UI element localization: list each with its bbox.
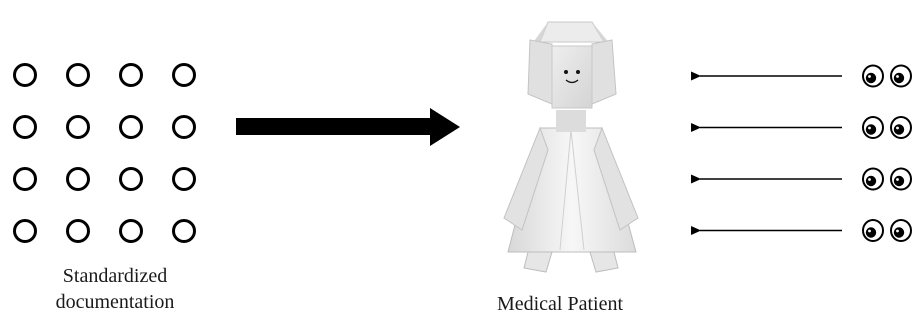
grid-dot xyxy=(68,65,89,86)
observer-row xyxy=(700,169,911,190)
main-arrow xyxy=(236,108,460,146)
grid-dot xyxy=(121,117,142,138)
grid-dot xyxy=(15,65,36,86)
grid-dot xyxy=(68,221,89,242)
origami-doll-figure xyxy=(504,22,638,272)
grid-dot xyxy=(174,65,195,86)
grid-dot xyxy=(68,117,89,138)
observer-rows xyxy=(700,66,911,242)
eyes-icon xyxy=(863,66,911,87)
grid-dot xyxy=(174,117,195,138)
observer-row xyxy=(700,66,911,87)
eyes-icon xyxy=(863,117,911,138)
grid-dot xyxy=(15,221,36,242)
label-line-1: Standardized xyxy=(20,263,210,289)
grid-dot xyxy=(174,221,195,242)
observer-row xyxy=(700,117,911,138)
eyes-icon xyxy=(863,220,911,241)
grid-dot xyxy=(121,169,142,190)
grid-dot xyxy=(174,169,195,190)
grid-dot xyxy=(15,169,36,190)
medical-patient-label: Medical Patient xyxy=(470,291,650,317)
grid-dot xyxy=(15,117,36,138)
documentation-dot-grid xyxy=(15,65,195,242)
standardized-documentation-label: Standardized documentation xyxy=(20,263,210,315)
grid-dot xyxy=(121,65,142,86)
observer-row xyxy=(700,220,911,241)
grid-dot xyxy=(121,221,142,242)
label-line-2: documentation xyxy=(20,289,210,315)
grid-dot xyxy=(68,169,89,190)
eyes-icon xyxy=(863,169,911,190)
